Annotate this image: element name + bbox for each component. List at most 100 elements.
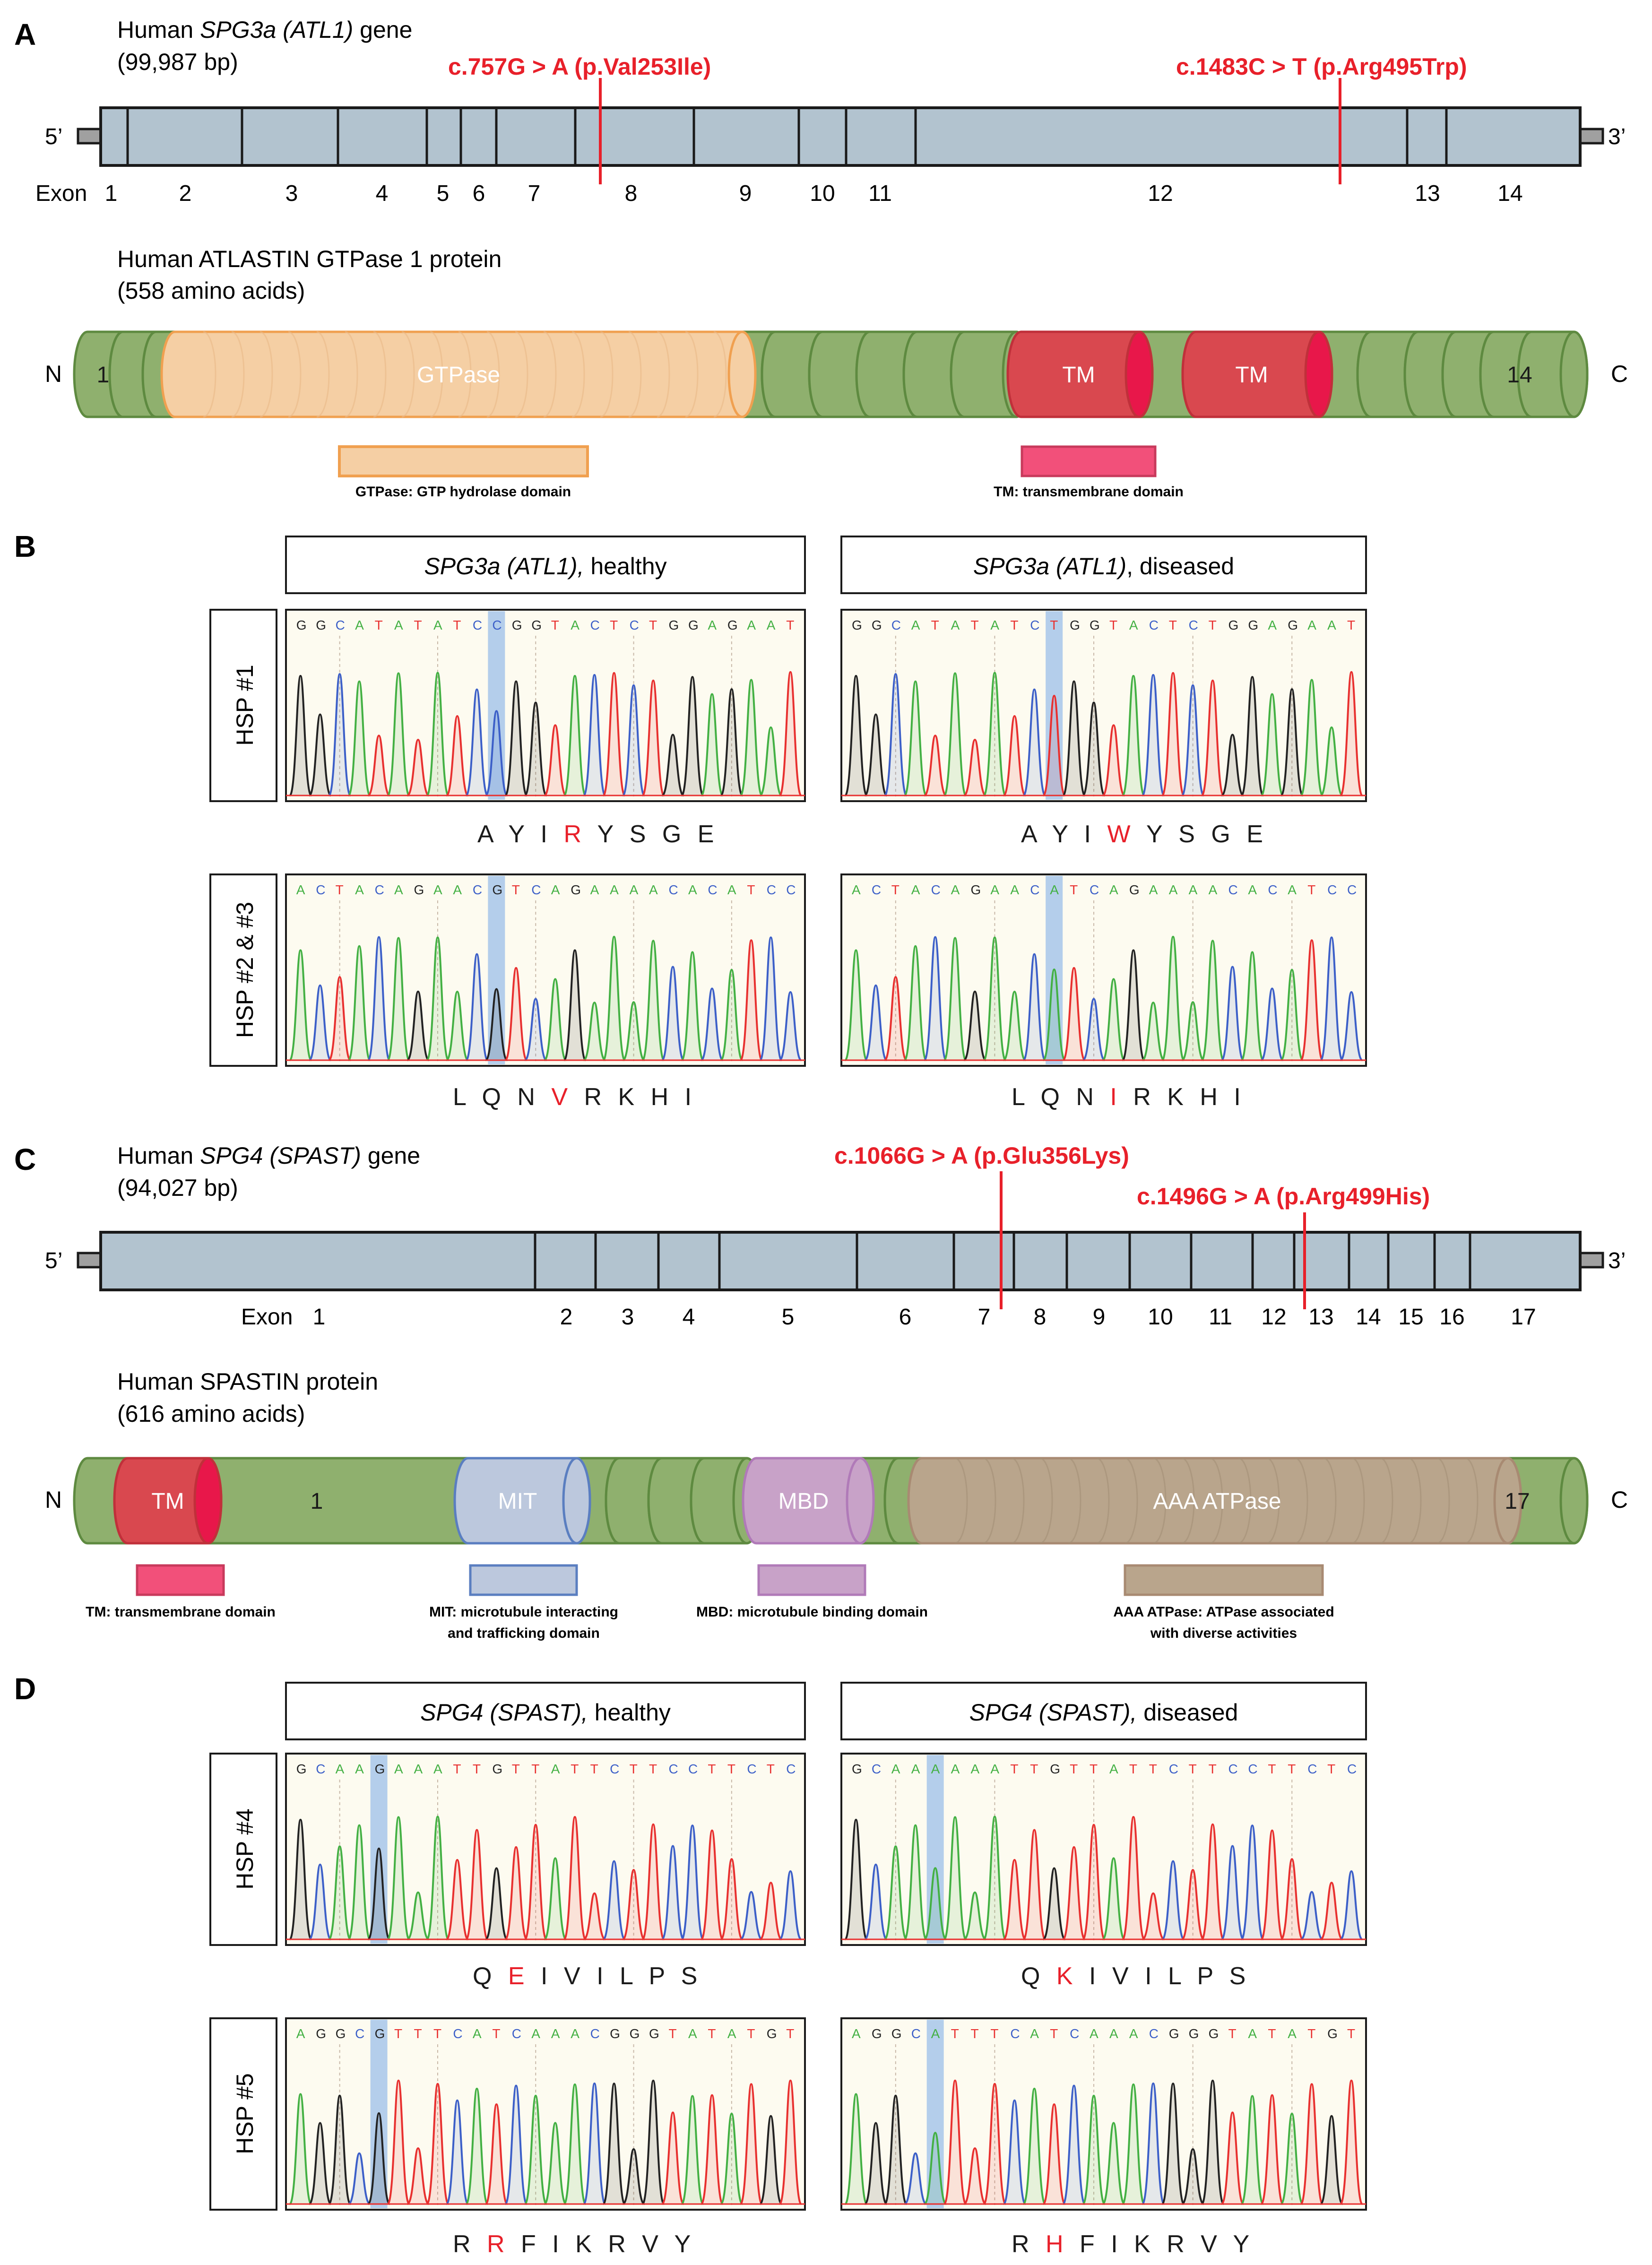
row-label-b1: HSP #1 — [232, 665, 258, 745]
amino-acid: Y — [508, 821, 540, 848]
segment-label-first-c: 1 — [311, 1489, 323, 1514]
column-header-diseased-d — [840, 1682, 1367, 1740]
protein-title-a: Human ATLASTIN GTPase 1 protein — [117, 246, 502, 272]
domain-aaa-atpase — [907, 1457, 1522, 1545]
amino-acid: I — [1084, 821, 1107, 848]
three-prime-a: 3’ — [1608, 124, 1626, 149]
amino-acids-d-hsp4-diseased: Q K I V I L P S — [1021, 1962, 1250, 1990]
legend-text-aaa-1: AAA ATPase: ATPase associated — [1113, 1604, 1334, 1620]
amino-acid: E — [508, 1962, 541, 1990]
amino-acids-b-hsp2-healthy: L Q N V R K H I — [453, 1083, 696, 1111]
column-header-diseased-d-text: SPG4 (SPAST), diseased — [969, 1699, 1238, 1726]
amino-acid: R — [1133, 1083, 1167, 1111]
amino-acid: K — [575, 2230, 608, 2258]
amino-acid: V — [1201, 2230, 1233, 2258]
domain-label-tm-c: TM — [151, 1489, 184, 1514]
legend-text-aaa-2: with diverse activities — [1150, 1625, 1297, 1641]
domain-label-tm-a2: TM — [1235, 363, 1268, 388]
exon-label-a: Exon — [35, 181, 87, 206]
exon-number: 12 — [1148, 181, 1173, 206]
amino-acid: L — [1168, 1962, 1197, 1990]
amino-acid: H — [1046, 2230, 1080, 2258]
exon-number: 14 — [1497, 181, 1522, 206]
exon-number: 13 — [1308, 1305, 1333, 1330]
five-prime-c: 5’ — [45, 1248, 62, 1273]
amino-acid: S — [681, 1962, 702, 1990]
column-header-healthy-b-text: SPG3a (ATL1), healthy — [424, 553, 666, 579]
amino-acid: E — [698, 821, 719, 848]
domain-tm-c — [113, 1457, 223, 1545]
domain-label-tm-a1: TM — [1062, 363, 1095, 388]
row-label-box-b2 — [209, 873, 277, 1067]
amino-acid: S — [1178, 821, 1211, 848]
exon-number: 6 — [899, 1305, 912, 1330]
domain-gtpase — [160, 330, 757, 418]
domain-tm-a2 — [1181, 330, 1333, 418]
mutation-label-c2: c.1496G > A (p.Arg499His) — [1137, 1183, 1430, 1210]
exon-number: 7 — [978, 1305, 991, 1330]
five-prime-a: 5’ — [45, 124, 62, 149]
row-label-b2: HSP #2 & #3 — [232, 902, 258, 1038]
amino-acid: H — [651, 1083, 685, 1111]
exon-number: 10 — [810, 181, 835, 206]
exon-dividers-a — [126, 108, 1448, 165]
amino-acids-d-hsp5-diseased: R H F I K R V Y — [1012, 2230, 1254, 2258]
row-label-box-d1 — [209, 1753, 277, 1946]
amino-acid: L — [1012, 1083, 1040, 1111]
exon-number: 1 — [313, 1305, 326, 1330]
exon-number: 3 — [622, 1305, 634, 1330]
c-terminus-c: C — [1611, 1487, 1628, 1513]
panel-letter-a: A — [14, 17, 36, 52]
panel-letter-d: D — [14, 1672, 36, 1706]
domain-label-gtpase: GTPase — [417, 363, 500, 388]
amino-acids-d-hsp4-healthy: Q E I V I L P S — [473, 1962, 702, 1990]
protein-size-c: (616 amino acids) — [117, 1400, 305, 1427]
amino-acid: G — [662, 821, 698, 848]
segment-label-last-a: 14 — [1507, 363, 1532, 388]
amino-acid: P — [649, 1962, 681, 1990]
mutation-label-c1: c.1066G > A (p.Glu356Lys) — [834, 1142, 1129, 1169]
amino-acid: K — [1056, 1962, 1089, 1990]
exon-number: 3 — [285, 181, 298, 206]
protein-size-a: (558 amino acids) — [117, 277, 305, 304]
c-terminus-a: C — [1611, 361, 1628, 387]
amino-acid: I — [1110, 1083, 1133, 1111]
amino-acid: R — [487, 2230, 521, 2258]
amino-acid: L — [620, 1962, 649, 1990]
amino-acid: I — [597, 1962, 620, 1990]
legend-swatch-aaa — [1124, 1564, 1324, 1596]
domain-mbd — [742, 1457, 875, 1545]
amino-acid: Y — [674, 2230, 695, 2258]
exon-number: 14 — [1356, 1305, 1381, 1330]
gene-size-c: (94,027 bp) — [117, 1175, 238, 1201]
exon-number: 8 — [625, 181, 638, 206]
amino-acid: K — [618, 1083, 650, 1111]
exon-number: 2 — [179, 181, 192, 206]
amino-acid: Y — [1146, 821, 1178, 848]
exon-number: 16 — [1439, 1305, 1464, 1330]
amino-acid: V — [564, 1962, 597, 1990]
domain-label-mit: MIT — [498, 1489, 537, 1514]
gene-title-c: Human SPG4 (SPAST) gene — [117, 1142, 420, 1169]
amino-acids-d-hsp5-healthy: R R F I K R V Y — [453, 2230, 695, 2258]
exon-number: 6 — [473, 181, 485, 206]
exon-number: 9 — [739, 181, 752, 206]
gene-bar-c — [99, 1231, 1582, 1291]
amino-acid: I — [685, 1083, 696, 1111]
amino-acid: R — [563, 821, 597, 848]
gene-title-a: Human SPG3a (ATL1) gene — [117, 17, 412, 43]
amino-acid: Y — [597, 821, 630, 848]
row-label-d1: HSP #4 — [232, 1808, 258, 1889]
